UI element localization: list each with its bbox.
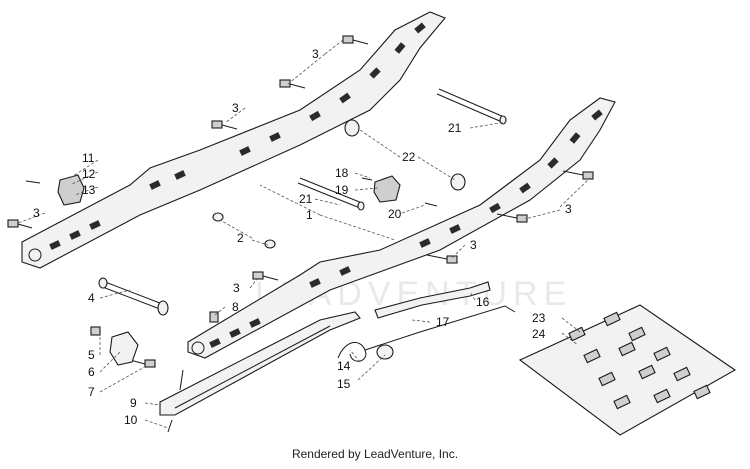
- callout-15: 15: [337, 377, 351, 391]
- callout-8: 8: [232, 300, 239, 314]
- callout-11: 11: [82, 151, 95, 165]
- track-clips: [568, 311, 711, 410]
- callout-3: 3: [470, 238, 477, 252]
- callout-3: 3: [312, 47, 319, 61]
- cross-shaft-lower: [297, 177, 365, 211]
- right-rail: [187, 97, 616, 359]
- stop-block: [109, 331, 139, 366]
- callout-12: 12: [82, 167, 96, 181]
- cross-shaft-upper: [436, 88, 507, 125]
- torsion-spring: [337, 305, 516, 362]
- callout-1: 1: [306, 208, 313, 222]
- callout-21: 21: [448, 121, 462, 135]
- callout-3: 3: [233, 281, 240, 295]
- callout-6: 6: [88, 365, 95, 379]
- callout-19: 19: [335, 183, 349, 197]
- callout-7: 7: [88, 385, 95, 399]
- left-rail: [21, 11, 446, 269]
- callout-14: 14: [337, 359, 351, 373]
- spring-bracket: [374, 281, 491, 319]
- bushing-lower: [450, 173, 466, 191]
- callout-23: 23: [532, 311, 546, 325]
- callout-13: 13: [82, 183, 96, 197]
- bumper-block-right: [373, 175, 401, 203]
- callout-4: 4: [88, 291, 95, 305]
- leader-lines: [17, 39, 591, 429]
- callout-22: 22: [402, 150, 416, 164]
- bushing-upper: [344, 119, 360, 137]
- callout-labels: 3 3 3 3 3 3 3 1 2 4 5 6 7 8 9 10 11 12 1…: [33, 47, 572, 427]
- right-rail-slots: [209, 109, 603, 348]
- callout-20: 20: [388, 207, 402, 221]
- callout-18: 18: [335, 166, 349, 180]
- callout-3: 3: [232, 101, 239, 115]
- callout-10: 10: [124, 413, 138, 427]
- washer-left: [212, 212, 224, 222]
- callout-3: 3: [33, 206, 40, 220]
- washer-right: [264, 239, 276, 249]
- footer-credit: Rendered by LeadVenture, Inc.: [291, 447, 459, 461]
- callout-3: 3: [565, 202, 572, 216]
- axle-shaft: [98, 277, 169, 316]
- bumper-block-left: [57, 174, 85, 206]
- track-section: [518, 304, 737, 436]
- callout-5: 5: [88, 348, 95, 362]
- left-rail-slots: [49, 22, 426, 250]
- callout-21: 21: [299, 192, 313, 206]
- callout-17: 17: [436, 315, 450, 329]
- callout-9: 9: [130, 396, 137, 410]
- callout-24: 24: [532, 327, 546, 341]
- bolts: [7, 35, 594, 433]
- slide-wear-strip: [159, 311, 361, 416]
- callout-2: 2: [237, 231, 244, 245]
- callout-16: 16: [476, 295, 490, 309]
